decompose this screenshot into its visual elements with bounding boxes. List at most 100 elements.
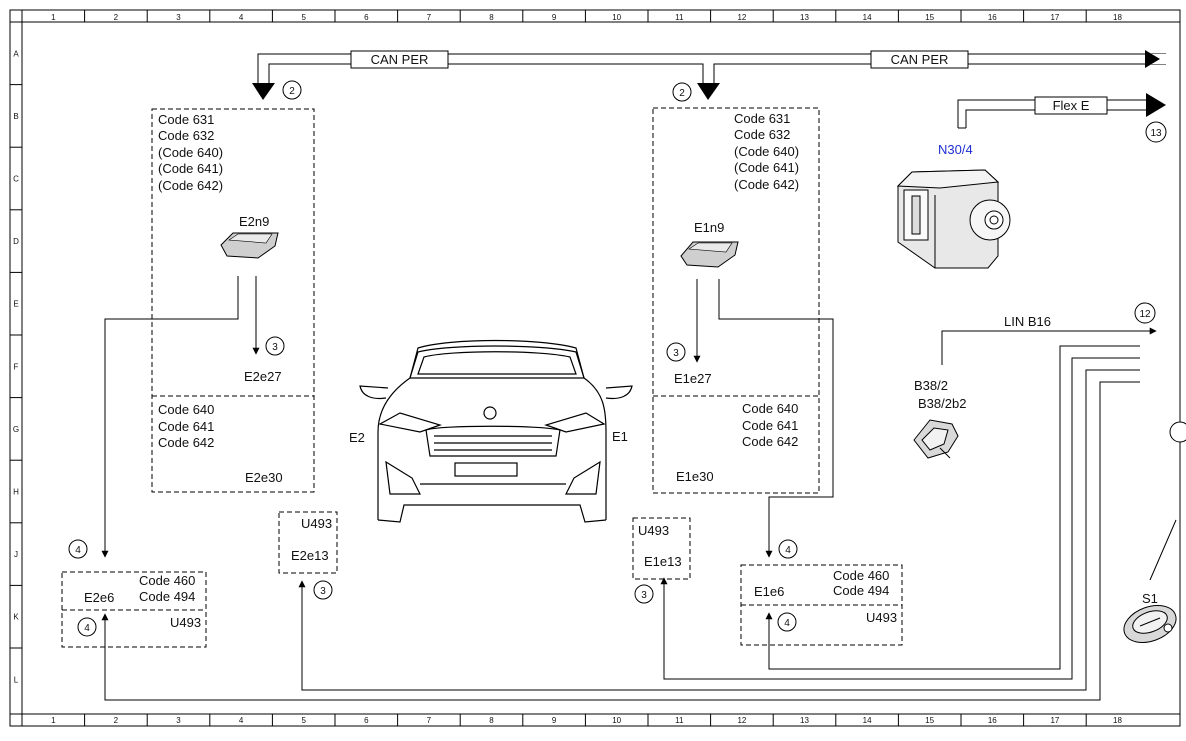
right-code-3: (Code 640)	[734, 144, 799, 159]
column-label-top: 15	[925, 13, 934, 22]
left-u493-code: U493	[301, 516, 332, 531]
column-label-bottom: 15	[925, 716, 934, 725]
column-label-top: 18	[1113, 13, 1122, 22]
bottom-harness	[101, 345, 1140, 701]
flex-e-text: Flex E	[1053, 98, 1090, 113]
right-lower-unit: E1e30	[676, 469, 714, 484]
row-label: J	[14, 550, 18, 559]
left-e6-unit: E2e6	[84, 590, 114, 605]
right-unit-label: E1n9	[694, 220, 724, 235]
column-label-top: 8	[489, 13, 494, 22]
column-label-bottom: 2	[114, 716, 119, 725]
right-lamp-label: E1e27	[674, 371, 712, 386]
column-label-top: 7	[427, 13, 432, 22]
can-per-label-left: CAN PER	[350, 50, 449, 69]
column-label-bottom: 16	[988, 716, 997, 725]
edge-partial-ref	[1169, 421, 1186, 443]
right-bcode-3: Code 642	[742, 434, 798, 449]
car-right-label: E1	[612, 429, 628, 444]
lin-bus: LIN B16 12	[941, 302, 1157, 365]
column-label-bottom: 8	[489, 716, 494, 725]
left-module: Code 631 Code 632 (Code 640) (Code 641) …	[101, 108, 315, 558]
column-label-bottom: 12	[737, 716, 746, 725]
right-control-unit-icon	[680, 241, 739, 268]
can-per-bus	[252, 50, 1166, 100]
b38-ref: 12	[1139, 309, 1151, 320]
right-e6-code-2: Code 494	[833, 583, 889, 598]
n30-label: N30/4	[938, 142, 973, 157]
right-u493-ref: 3	[641, 590, 647, 601]
n30-brake-module-icon	[896, 169, 1011, 269]
column-label-top: 5	[301, 13, 306, 22]
column-label-bottom: 13	[800, 716, 809, 725]
column-label-bottom: 18	[1113, 716, 1122, 725]
car-left-label: E2	[349, 430, 365, 445]
right-u493-box: U493 E1e13 3	[632, 517, 691, 604]
row-label: B	[13, 112, 18, 121]
right-bcode-2: Code 641	[742, 418, 798, 433]
row-label: D	[13, 237, 19, 246]
column-label-bottom: 11	[675, 716, 684, 725]
left-code-3: (Code 640)	[158, 145, 223, 160]
right-e6-u493: U493	[866, 610, 897, 625]
car-front-illustration	[359, 339, 633, 523]
left-code-1: Code 631	[158, 112, 214, 127]
column-label-top: 13	[800, 13, 809, 22]
column-label-bottom: 9	[552, 716, 557, 725]
row-label: C	[13, 175, 19, 184]
column-label-top: 6	[364, 13, 369, 22]
left-u493-box: U493 E2e13 3	[278, 511, 338, 600]
column-label-bottom: 4	[239, 716, 244, 725]
right-lamp-ref: 3	[673, 348, 679, 359]
right-bcode-1: Code 640	[742, 401, 798, 416]
left-e6-box: Code 460 Code 494 E2e6 U493 4	[61, 571, 207, 648]
left-unit-label: E2n9	[239, 214, 269, 229]
row-label: G	[13, 425, 19, 434]
right-module: Code 631 Code 632 (Code 640) (Code 641) …	[652, 107, 834, 558]
right-e6-ref-bottom: 4	[784, 618, 790, 629]
b38-label-2: B38/2b2	[918, 396, 966, 411]
right-code-1: Code 631	[734, 111, 790, 126]
rain-light-sensor-icon	[913, 419, 959, 459]
flex-e-bus: Flex E	[957, 93, 1166, 129]
right-e6-box: Code 460 Code 494 E1e6 U493 4	[740, 564, 903, 646]
left-e6-code-1: Code 460	[139, 573, 195, 588]
can-per-left-text: CAN PER	[371, 52, 429, 67]
n30-ref: 13	[1150, 128, 1162, 139]
column-label-bottom: 6	[364, 716, 369, 725]
right-e6-code-1: Code 460	[833, 568, 889, 583]
right-u493-code: U493	[638, 523, 669, 538]
left-code-5: (Code 642)	[158, 178, 223, 193]
left-bcode-1: Code 640	[158, 402, 214, 417]
right-code-2: Code 632	[734, 127, 790, 142]
b38-label-1: B38/2	[914, 378, 948, 393]
can-per-label-right: CAN PER	[870, 50, 969, 69]
row-label: K	[13, 613, 19, 622]
right-u493-unit: E1e13	[644, 554, 682, 569]
row-label: A	[13, 49, 19, 58]
left-lamp-ref: 3	[272, 342, 278, 353]
column-label-top: 11	[675, 13, 684, 22]
row-label: H	[13, 488, 19, 497]
left-lower-unit: E2e30	[245, 470, 283, 485]
left-e6-ref-bottom: 4	[84, 623, 90, 634]
left-e6-u493: U493	[170, 615, 201, 630]
left-control-unit-icon	[220, 232, 279, 259]
right-code-5: (Code 642)	[734, 177, 799, 192]
can-per-right-text: CAN PER	[891, 52, 949, 67]
column-label-bottom: 14	[863, 716, 872, 725]
right-e6-unit: E1e6	[754, 584, 784, 599]
column-label-bottom: 3	[176, 716, 181, 725]
column-label-bottom: 10	[612, 716, 621, 725]
row-label: F	[14, 362, 19, 371]
left-code-4: (Code 641)	[158, 161, 223, 176]
left-u493-unit: E2e13	[291, 548, 329, 563]
column-label-top: 4	[239, 13, 244, 22]
column-label-bottom: 5	[301, 716, 306, 725]
column-label-top: 16	[988, 13, 997, 22]
row-label: E	[13, 300, 18, 309]
left-bus-ref: 2	[289, 86, 295, 97]
